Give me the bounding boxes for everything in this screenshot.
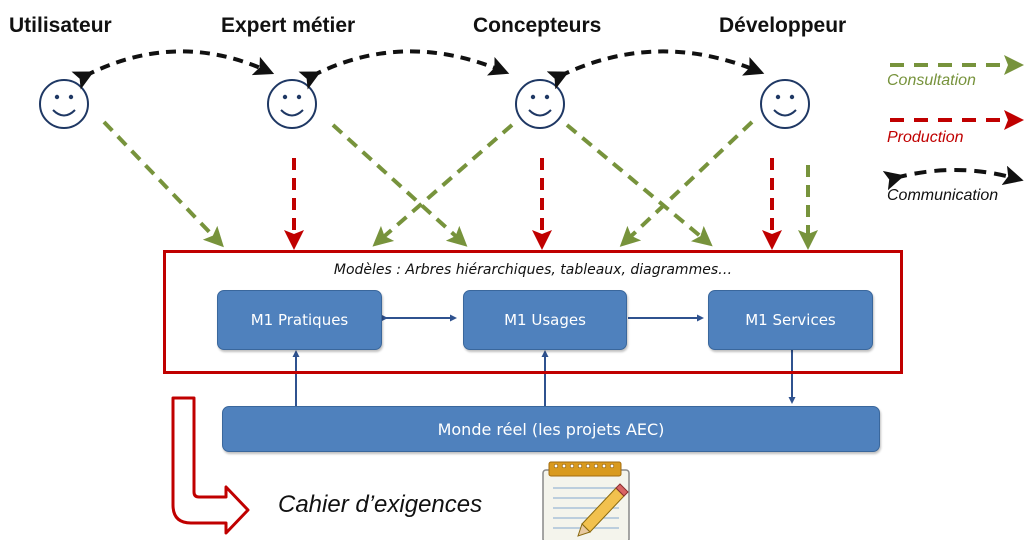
box-monde-reel: Monde réel (les projets AEC) [222, 406, 880, 452]
consultation-arrow [331, 123, 468, 247]
cahier-exigences-label: Cahier d’exigences [278, 491, 483, 518]
models-container [163, 250, 903, 374]
box-m1-services: M1 Services [708, 290, 873, 350]
legend-communication-arrow [882, 165, 1024, 191]
consultation-arrow [102, 120, 224, 248]
notepad-icon [542, 461, 630, 540]
box-m1-usages: M1 Usages [463, 290, 627, 350]
actor-face-developpeur [760, 79, 810, 129]
actor-label-developpeur: Développeur [719, 14, 847, 37]
consultation-arrow [565, 123, 713, 247]
actor-label-utilisateur: Utilisateur [9, 14, 112, 37]
consultation-arrow [372, 123, 514, 247]
box-m1-pratiques: M1 Pratiques [217, 290, 382, 350]
actor-label-concepteurs: Concepteurs [473, 14, 602, 37]
models-caption: Modèles : Arbres hiérarchiques, tableaux… [333, 262, 733, 278]
output-arrow [171, 396, 250, 535]
actor-face-expert-metier [267, 79, 317, 129]
communication-arc-utilisateur-expert [71, 49, 275, 90]
communication-arc-concepteurs-developpeur [546, 49, 765, 90]
legend-production-label: Production [887, 129, 964, 146]
legend-consultation-label: Consultation [887, 72, 976, 89]
legend-communication-label: Communication [887, 187, 999, 204]
communication-arc-expert-concepteurs [298, 49, 510, 90]
actor-face-concepteurs [515, 79, 565, 129]
actor-label-expert-metier: Expert métier [221, 14, 356, 37]
actor-face-utilisateur [39, 79, 89, 129]
consultation-arrow [619, 120, 754, 247]
